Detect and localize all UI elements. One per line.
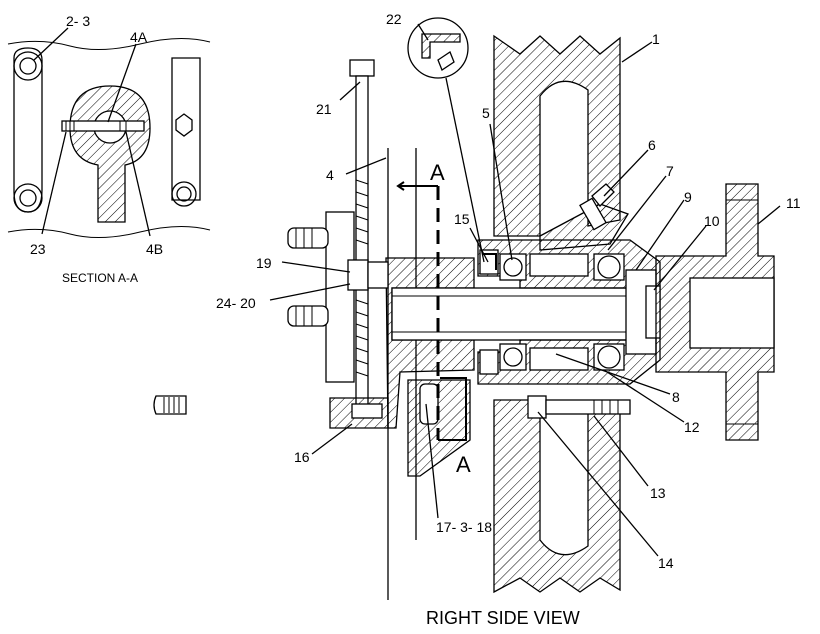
leader-lines (269, 23, 781, 557)
callout-17-3-18: 17- 3- 18 (436, 519, 492, 535)
callout-22: 22 (386, 11, 402, 27)
right-side-view-title: RIGHT SIDE VIEW (426, 608, 580, 628)
callout-13: 13 (650, 485, 666, 501)
callout-10: 10 (704, 213, 720, 229)
callout-5: 5 (482, 105, 490, 121)
callout-4b: 4B (146, 241, 163, 257)
callout-2-3: 2- 3 (66, 13, 90, 29)
callout-1: 1 (652, 31, 660, 47)
callout-12: 12 (684, 419, 700, 435)
callout-16: 16 (294, 449, 310, 465)
bolt-threads (355, 179, 369, 377)
callout-23: 23 (30, 241, 46, 257)
section-mark-bottom: A (456, 452, 471, 477)
callout-9: 9 (684, 189, 692, 205)
callout-11: 11 (786, 195, 801, 211)
section-mark-top: A (430, 160, 445, 185)
section-a-a-title: SECTION A-A (62, 271, 138, 285)
callout-4: 4 (326, 167, 334, 183)
callout-7: 7 (666, 163, 674, 179)
callout-4a: 4A (130, 29, 148, 45)
section-a-a-inset (7, 27, 211, 239)
callout-6: 6 (648, 137, 656, 153)
right-side-view-assembly (287, 17, 775, 600)
callout-15: 15 (454, 211, 470, 227)
callout-14: 14 (658, 555, 674, 571)
clip-icon (153, 395, 187, 415)
callout-24-20: 24- 20 (216, 295, 256, 311)
callout-19: 19 (256, 255, 272, 271)
callout-8: 8 (672, 389, 680, 405)
callout-21: 21 (316, 101, 332, 117)
